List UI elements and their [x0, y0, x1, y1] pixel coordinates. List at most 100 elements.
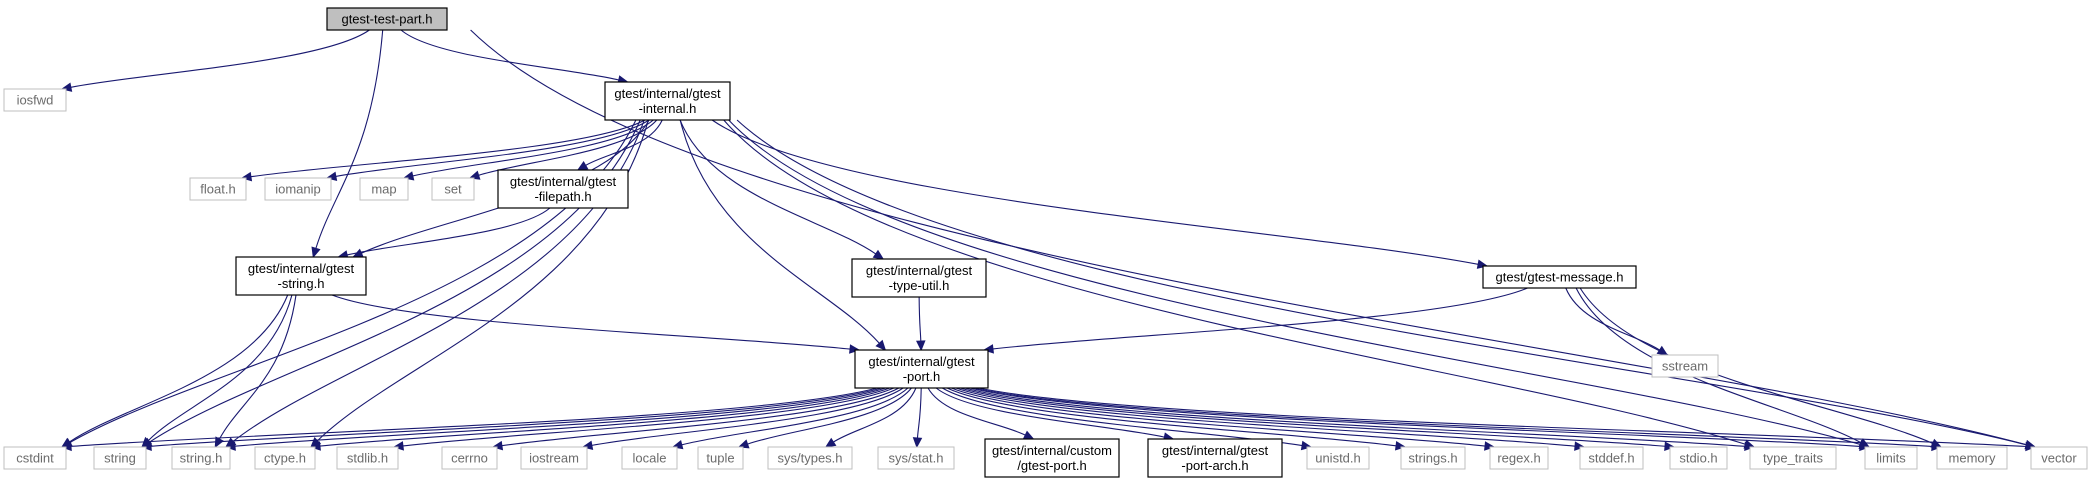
node-box-typetraits: [1749, 446, 1837, 470]
edge-internal-to-vector: [736, 119, 2027, 446]
node-label-ctypeh-0: ctype.h: [264, 451, 306, 466]
node-label-port-0: gtest/internal/gtest: [868, 354, 975, 369]
edge-port-to-stdlibh: [402, 387, 895, 447]
node-box-stdio: [1669, 446, 1728, 470]
node-label-message-0: gtest/gtest-message.h: [1496, 270, 1624, 285]
edge-port-to-cerrno: [501, 387, 900, 447]
arrowhead-message-to-port: [982, 344, 994, 354]
node-message[interactable]: gtest/gtest-message.h: [1482, 265, 1637, 289]
node-label-vector-0: vector: [2041, 451, 2077, 466]
edge-typeutil-to-port: [918, 296, 922, 342]
node-custom[interactable]: gtest/internal/custom/gtest-port.h: [984, 438, 1120, 478]
node-memory: memory: [1936, 446, 2008, 470]
node-label-cerrno-0: cerrno: [451, 451, 488, 466]
node-box-port: [854, 349, 989, 389]
arrowhead-port-to-cstdint: [60, 441, 72, 452]
edge-root-to-iosfwd: [70, 29, 370, 88]
arrowhead-internal-to-filepath: [576, 161, 589, 171]
node-label-typeutil-0: gtest/internal/gtest: [866, 263, 973, 278]
node-box-sysstat: [877, 446, 955, 470]
edge-internal-to-floath: [250, 119, 646, 178]
node-filepath[interactable]: gtest/internal/gtest-filepath.h: [497, 169, 629, 209]
edge-string_h_int-to-port: [331, 294, 851, 350]
arrowhead-port-to-cerrno: [491, 440, 504, 451]
node-label-floath-0: float.h: [200, 182, 235, 197]
node-box-memory: [1936, 446, 2008, 470]
edge-message-to-port: [992, 287, 1528, 350]
node-stddef: stddef.h: [1579, 446, 1644, 470]
node-label-regex-0: regex.h: [1497, 451, 1540, 466]
node-label-iostream-0: iostream: [529, 451, 579, 466]
node-box-sstream: [1651, 354, 1719, 378]
node-floath: float.h: [189, 177, 247, 201]
node-iomanip: iomanip: [264, 177, 332, 201]
node-box-custom: [984, 438, 1120, 478]
node-sysstat: sys/stat.h: [877, 446, 955, 470]
node-label-string-0: string: [104, 451, 136, 466]
edge-internal-to-message: [711, 119, 1479, 265]
edge-port-to-vector: [978, 387, 2027, 448]
node-box-stdlibh: [336, 446, 399, 470]
node-label-strings-0: strings.h: [1408, 451, 1457, 466]
node-box-iostream: [520, 446, 588, 470]
node-box-typeutil: [851, 258, 987, 298]
edge-root-to-string_h_int: [315, 29, 384, 249]
edge-root-to-internal: [400, 29, 619, 81]
node-label-root-0: gtest-test-part.h: [341, 12, 432, 27]
node-port[interactable]: gtest/internal/gtest-port.h: [854, 349, 989, 389]
node-label-stddef-0: stddef.h: [1588, 451, 1634, 466]
node-label-string_h_int-0: gtest/internal/gtest: [248, 261, 355, 276]
node-label-sstream-0: sstream: [1662, 359, 1708, 374]
node-ctypeh: ctype.h: [254, 446, 316, 470]
arrowhead-port-to-stringh: [224, 441, 236, 451]
node-label-typetraits-0: type_traits: [1763, 451, 1823, 466]
node-stringh: string.h: [171, 446, 231, 470]
node-root[interactable]: gtest-test-part.h: [326, 7, 448, 31]
edge-internal-to-iomanip: [335, 119, 650, 177]
node-label-tuple-0: tuple: [706, 451, 734, 466]
node-typetraits: type_traits: [1749, 446, 1837, 470]
node-label-custom-1: /gtest-port.h: [1017, 458, 1086, 473]
edge-message-to-limits: [1575, 287, 1862, 444]
arrowhead-port-to-sysstat: [912, 437, 923, 449]
node-internal[interactable]: gtest/internal/gtest-internal.h: [604, 81, 731, 121]
edge-internal-to-port: [679, 119, 880, 344]
node-label-unistd-0: unistd.h: [1315, 451, 1361, 466]
node-box-tuple: [697, 446, 744, 470]
arrowhead-internal-to-floath: [240, 171, 253, 182]
arrowhead-internal-to-set: [468, 170, 481, 180]
node-string_h_int[interactable]: gtest/internal/gtest-string.h: [235, 256, 367, 296]
node-box-cerrno: [441, 446, 498, 470]
node-box-regex: [1489, 446, 1549, 470]
edge-port-to-locale: [681, 387, 909, 446]
node-box-set: [431, 177, 475, 201]
node-stdio: stdio.h: [1669, 446, 1728, 470]
edge-port-to-sysstat: [916, 387, 922, 439]
node-box-portarch: [1147, 438, 1283, 478]
node-unistd: unistd.h: [1306, 446, 1370, 470]
node-box-root: [326, 7, 448, 31]
node-box-vector: [2030, 446, 2088, 470]
node-label-custom-0: gtest/internal/custom: [992, 443, 1112, 458]
node-label-set-0: set: [444, 182, 462, 197]
node-label-stdio-0: stdio.h: [1679, 451, 1717, 466]
node-label-internal-1: -internal.h: [639, 101, 697, 116]
node-box-systypes: [767, 446, 853, 470]
node-string: string: [93, 446, 147, 470]
edge-port-to-strings: [946, 387, 1397, 447]
edge-port-to-stringh: [234, 387, 886, 447]
node-typeutil[interactable]: gtest/internal/gtest-type-util.h: [851, 258, 987, 298]
node-portarch[interactable]: gtest/internal/gtest-port-arch.h: [1147, 438, 1283, 478]
node-label-typeutil-1: -type-util.h: [889, 278, 950, 293]
arrowhead-typeutil-to-port: [916, 340, 926, 352]
edge-port-to-ctypeh: [319, 387, 890, 447]
node-cerrno: cerrno: [441, 446, 498, 470]
edge-root-to-vector: [470, 29, 2027, 446]
node-box-stringh: [171, 446, 231, 470]
node-cstdint: cstdint: [3, 446, 67, 470]
node-box-stddef: [1579, 446, 1644, 470]
node-set: set: [431, 177, 475, 201]
edge-port-to-custom: [927, 387, 1026, 436]
node-label-string_h_int-1: -string.h: [278, 276, 325, 291]
node-box-unistd: [1306, 446, 1370, 470]
